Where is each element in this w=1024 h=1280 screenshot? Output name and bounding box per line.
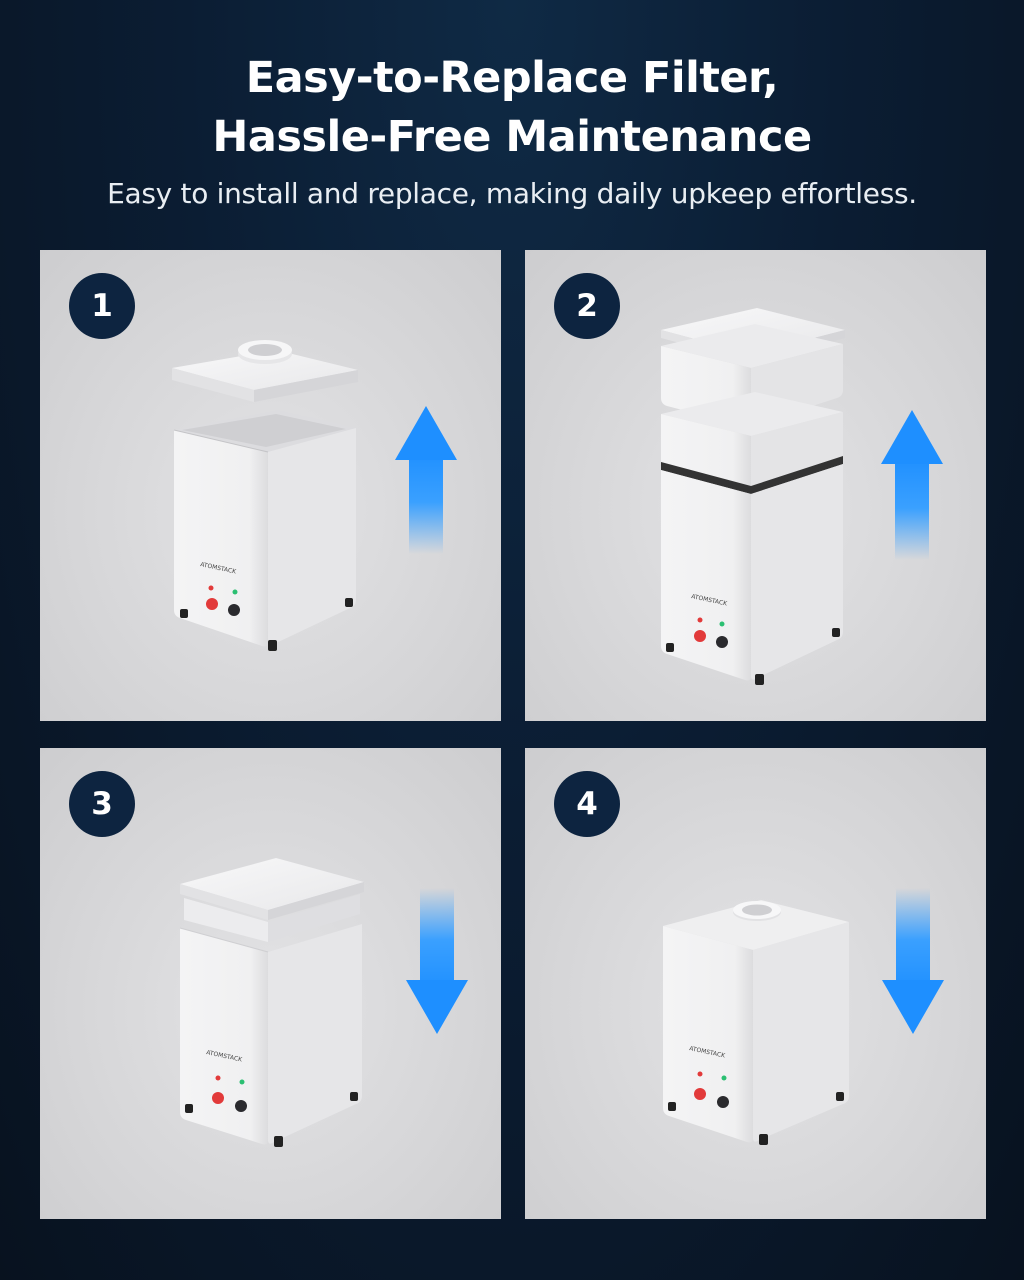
filter-cartridge xyxy=(184,894,360,942)
page-title-line-2: Hassle-Free Maintenance xyxy=(212,112,812,162)
step-3-panel: ATOMSTACK 3 xyxy=(40,748,501,1219)
step-number-badge: 4 xyxy=(554,771,620,837)
step-1-panel: ATOMSTACK 1 xyxy=(40,250,501,721)
step-2-illustration: ATOMSTACK xyxy=(661,308,943,685)
top-plate xyxy=(180,858,364,920)
page-subtitle: Easy to install and replace, making dail… xyxy=(107,177,917,210)
step-3-illustration: ATOMSTACK xyxy=(179,858,468,1147)
power-icon xyxy=(694,630,706,642)
purifier-body xyxy=(179,924,362,1145)
page-title-line-1: Easy-to-Replace Filter, xyxy=(245,53,779,103)
purifier-body xyxy=(173,410,356,647)
step-number-badge: 3 xyxy=(69,771,135,837)
step-1-illustration: ATOMSTACK xyxy=(172,340,457,651)
purifier-assembled xyxy=(663,900,849,1143)
filter-lid xyxy=(172,340,358,402)
arrow-down-icon xyxy=(406,888,468,1034)
knob-icon xyxy=(235,1100,247,1112)
step-number-badge: 2 xyxy=(554,273,620,339)
arrow-up-icon xyxy=(881,410,943,560)
purifier-body xyxy=(661,456,843,681)
arrow-down-icon xyxy=(882,888,944,1034)
step-2-panel: ATOMSTACK 2 xyxy=(525,250,986,721)
knob-icon xyxy=(717,1096,729,1108)
power-icon xyxy=(694,1088,706,1100)
knob-icon xyxy=(228,604,240,616)
knob-icon xyxy=(716,636,728,648)
arrow-up-icon xyxy=(395,406,457,554)
step-4-illustration: ATOMSTACK xyxy=(663,888,944,1145)
step-number-badge: 1 xyxy=(69,273,135,339)
filter-cartridge-lower xyxy=(661,392,843,489)
power-icon xyxy=(212,1092,224,1104)
step-4-panel: ATOMSTACK 4 xyxy=(525,748,986,1219)
power-icon xyxy=(206,598,218,610)
